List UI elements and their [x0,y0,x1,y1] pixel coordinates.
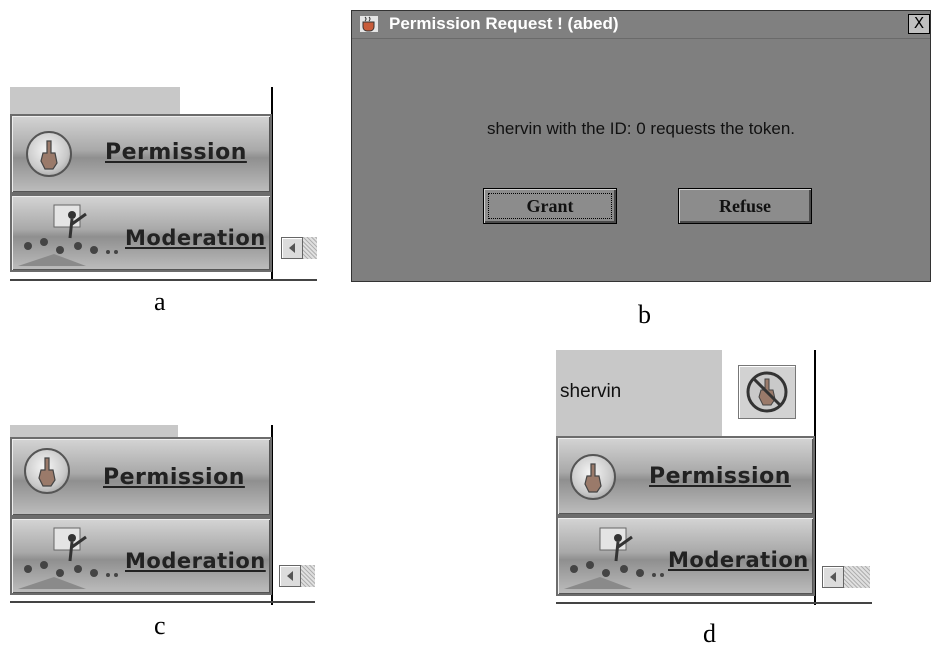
scroll-track [303,237,317,259]
scroll-left-arrow-icon[interactable] [281,237,303,259]
permission-button[interactable]: Permission [10,114,272,194]
permission-label: Permission [105,140,247,165]
caption-d: d [703,619,716,648]
permission-request-dialog: Permission Request ! (abed) X shervin wi… [351,10,931,282]
close-button[interactable]: X [908,14,930,34]
permission-button[interactable]: Permission [556,436,815,516]
presenter-audience-icon [564,527,664,589]
moderation-label: Moderation [125,549,266,573]
scroll-left-arrow-icon[interactable] [279,565,301,587]
moderation-label: Moderation [125,226,266,250]
presenter-audience-icon [18,204,118,266]
caption-b: b [638,300,651,329]
scroll-track [844,566,870,588]
moderation-button[interactable]: Moderation [556,516,815,596]
raised-hand-icon [26,131,72,177]
java-cup-icon [360,16,378,32]
permission-button[interactable]: Permission [10,437,272,517]
toolbar-divider [271,425,273,605]
user-name-tab [556,350,722,436]
dialog-message: shervin with the ID: 0 requests the toke… [486,119,796,138]
scroll-track [301,565,315,587]
panel-c: Permission Moderation [0,0,330,645]
toolbar-divider [271,87,273,280]
no-hand-icon [746,371,788,413]
toolbar-header-tab [10,425,178,437]
scroll-left-arrow-icon[interactable] [822,566,844,588]
refuse-label: Refuse [719,196,771,216]
user-name-label: shervin [560,381,622,402]
dialog-titlebar: Permission Request ! (abed) X [352,11,930,39]
raised-hand-icon [570,454,616,500]
toolbar-header-tab [10,87,180,114]
presenter-audience-icon [18,527,118,589]
permission-label: Permission [649,464,791,489]
moderation-label: Moderation [668,548,809,572]
moderation-button[interactable]: Moderation [10,517,272,595]
grant-label: Grant [526,196,574,216]
panel-bottom-border [556,602,872,604]
focus-ring [488,193,612,219]
refuse-button[interactable]: Refuse [678,188,812,224]
caption-c: c [154,611,166,640]
raised-hand-icon [24,448,70,494]
panel-a: Permission Moderation [0,0,330,300]
toolbar-divider [814,350,816,605]
permission-label: Permission [103,465,245,490]
caption-a: a [154,287,166,316]
dialog-title: Permission Request ! (abed) [389,14,619,33]
moderation-button[interactable]: Moderation [10,194,272,272]
no-permission-button[interactable] [738,365,796,419]
panel-bottom-border [10,279,317,281]
grant-button[interactable]: Grant [483,188,617,224]
panel-bottom-border [10,601,315,603]
